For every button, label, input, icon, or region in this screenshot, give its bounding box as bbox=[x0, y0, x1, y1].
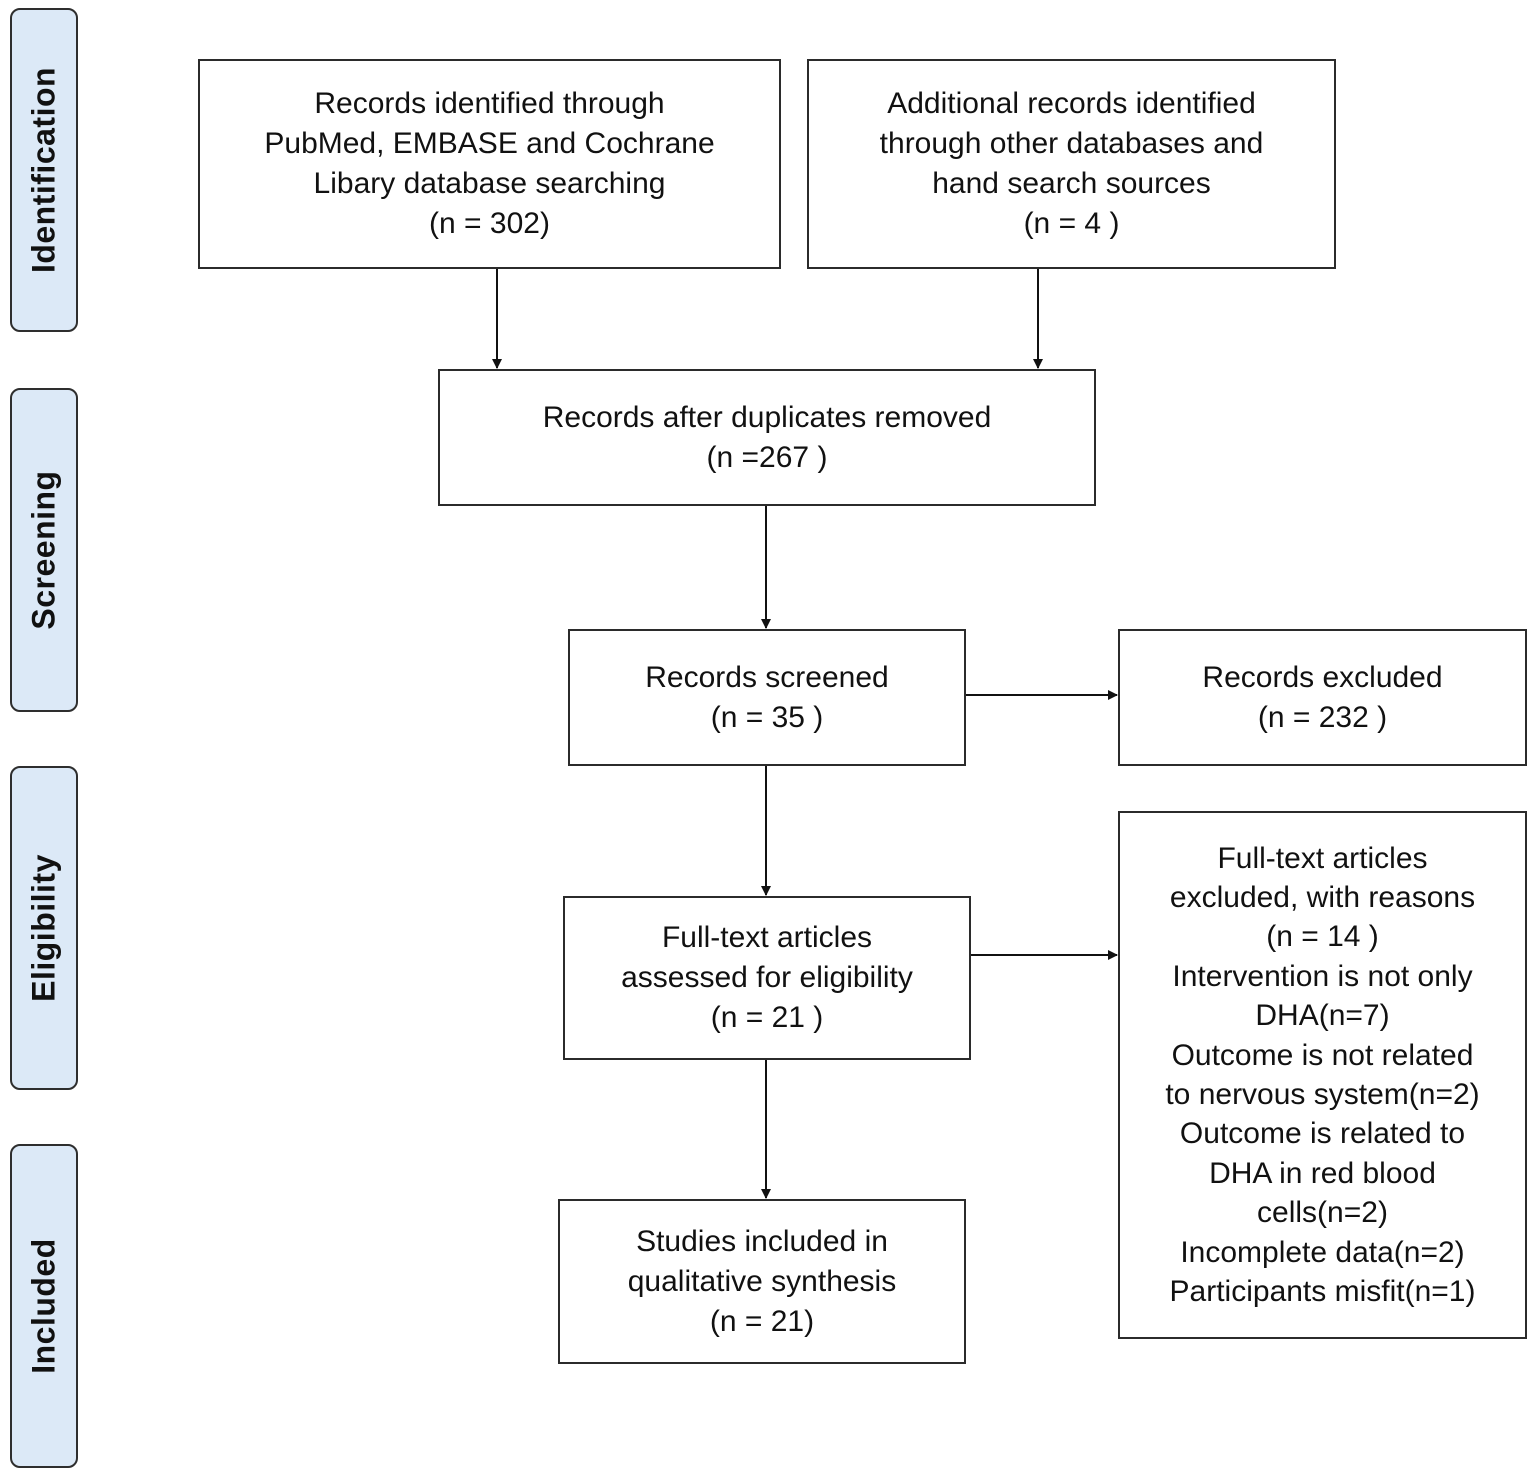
box-text-line: Records excluded bbox=[1202, 660, 1443, 694]
additional-records-box: Additional records identified through oth… bbox=[807, 59, 1336, 269]
box-text-line: (n = 302) bbox=[429, 207, 550, 240]
box-text-line: Records screened bbox=[645, 660, 889, 694]
after-duplicates-box: Records after duplicates removed (n =267 … bbox=[438, 369, 1096, 506]
box-text-line: Studies included in bbox=[636, 1224, 888, 1258]
stage-tab-screening: Screening bbox=[10, 388, 78, 712]
box-text-line: (n = 14 ) bbox=[1266, 920, 1379, 954]
box-text-line: Additional records identified bbox=[887, 87, 1256, 120]
stage-tab-included: Included bbox=[10, 1144, 78, 1468]
studies-included-box: Studies included in qualitative synthesis… bbox=[558, 1199, 966, 1364]
box-text-line: DHA in red blood bbox=[1209, 1156, 1436, 1190]
box-text-line: Records after duplicates removed bbox=[542, 400, 992, 434]
box-text-line: PubMed, EMBASE and Cochrane bbox=[264, 127, 715, 160]
full-text-assessed-box: Full-text articles assessed for eligibili… bbox=[563, 896, 971, 1060]
box-text-line: Outcome is not related bbox=[1171, 1038, 1474, 1072]
box-text-line: Full-text articles bbox=[661, 921, 873, 954]
box-text-line: hand search sources bbox=[932, 167, 1211, 200]
box-text-line: Full-text articles bbox=[1217, 841, 1428, 875]
box-text-line: excluded, with reasons bbox=[1169, 880, 1476, 914]
records-excluded-box: Records excluded (n = 232 ) bbox=[1118, 629, 1527, 766]
box-text-line: (n = 21 ) bbox=[710, 1001, 824, 1034]
box-text-line: through other databases and bbox=[879, 127, 1264, 160]
box-text-line: Libary database searching bbox=[313, 167, 666, 200]
box-text-line: Records identified through bbox=[314, 87, 665, 120]
full-text-excluded-box: Full-text articles excluded, with reasons… bbox=[1118, 811, 1527, 1339]
stage-tab-identification: Identification bbox=[10, 8, 78, 332]
box-text-line: (n = 4 ) bbox=[1023, 207, 1120, 240]
box-text-line: Intervention is not only bbox=[1172, 959, 1473, 993]
box-text-line: (n =267 ) bbox=[706, 440, 828, 474]
stage-tab-eligibility: Eligibility bbox=[10, 766, 78, 1090]
box-text-line: to nervous system(n=2) bbox=[1165, 1078, 1480, 1111]
box-text-line: (n = 232 ) bbox=[1257, 700, 1388, 734]
box-text-line: assessed for eligibility bbox=[621, 961, 913, 994]
box-text-line: (n = 35 ) bbox=[710, 700, 824, 734]
box-text-line: DHA(n=7) bbox=[1255, 999, 1390, 1033]
records-screened-box: Records screened (n = 35 ) bbox=[568, 629, 966, 766]
box-text-line: cells(n=2) bbox=[1257, 1196, 1388, 1230]
box-text-line: Incomplete data(n=2) bbox=[1180, 1235, 1465, 1269]
box-text-line: Outcome is related to bbox=[1179, 1117, 1466, 1151]
box-text-line: (n = 21) bbox=[709, 1304, 815, 1338]
box-text-line: qualitative synthesis bbox=[627, 1264, 897, 1298]
box-text-line: Participants misfit(n=1) bbox=[1169, 1275, 1476, 1309]
